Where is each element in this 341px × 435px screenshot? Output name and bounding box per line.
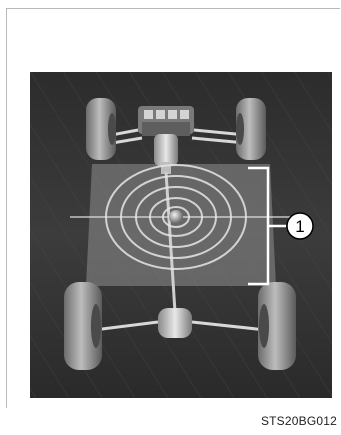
front-left-wheel — [86, 98, 116, 160]
chassis-illustration: 1 — [30, 72, 332, 398]
figure-code: STS20BG012 — [261, 414, 337, 428]
center-ball — [169, 210, 183, 224]
rear-right-wheel — [258, 282, 296, 370]
chassis-plate — [86, 164, 276, 286]
rear-left-wheel — [64, 282, 102, 370]
front-right-wheel — [236, 98, 266, 160]
callout-number: 1 — [295, 217, 304, 236]
differential — [158, 308, 192, 338]
